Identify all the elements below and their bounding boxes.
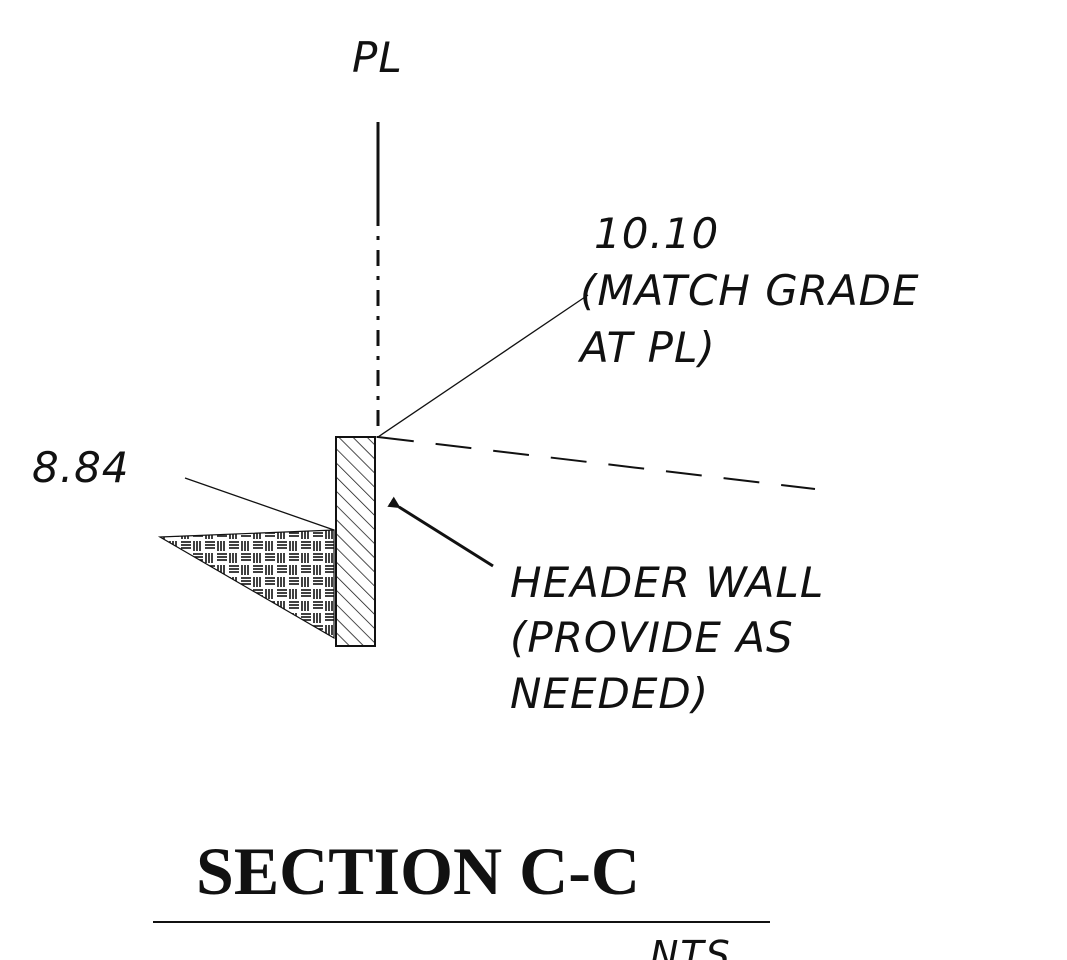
soil-fill (157, 529, 335, 640)
top-elevation-note-line1: (MATCH GRADE (580, 266, 920, 315)
header-wall-note-line3: NEEDED) (510, 669, 709, 718)
grade-line (377, 436, 816, 490)
section-title: SECTION C-C (196, 833, 640, 909)
bottom-elevation-leader (184, 477, 335, 531)
header-wall-arrow (387, 496, 494, 568)
top-elevation-leader (377, 294, 589, 438)
header-wall-note-line2: (PROVIDE AS (510, 613, 794, 662)
scale-note: NTS (650, 933, 732, 960)
header-wall (335, 436, 376, 647)
top-elevation-note-line2: AT PL) (577, 323, 716, 372)
bottom-elevation-label: 8.84 (32, 443, 130, 492)
header-wall-note-line1: HEADER WALL (510, 558, 824, 607)
property-line-label: PL (352, 33, 403, 82)
top-elevation-label: 10.10 (594, 209, 719, 258)
